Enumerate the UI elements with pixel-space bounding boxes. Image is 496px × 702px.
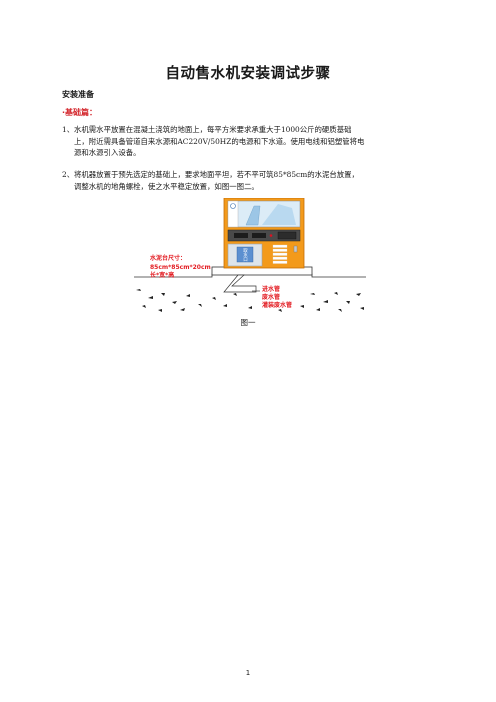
pipe-labels: 进水管 废水管 灌装废水管: [262, 285, 292, 309]
annotation-line: 水泥台尺寸：: [150, 254, 186, 262]
section-heading: 安装准备: [62, 90, 94, 99]
paragraph-2: 2、 将机器放置于预先选定的基础上，要求地面平坦，若不平可筑85*85cm的水泥…: [62, 169, 432, 192]
vending-machine-figure: 取水口 水泥台尺寸： 85cm*85cm*20cm 长*宽*高 进水管 废水管 …: [134, 198, 366, 312]
platform-size-annotation: 水泥台尺寸： 85cm*85cm*20cm 长*宽*高: [150, 254, 211, 279]
paragraph-number: 1、: [62, 125, 75, 134]
paragraph-line: 将机器放置于预先选定的基础上，要求地面平坦，若不平可筑85*85cm的水泥台放置…: [74, 170, 359, 179]
instruction-labels: [272, 244, 288, 264]
pipe-label-waste: 废水管: [262, 293, 280, 301]
figure-caption: 图一: [240, 318, 256, 327]
paragraph-number: 2、: [62, 170, 75, 179]
annotation-line: 长*宽*高: [150, 271, 174, 279]
page-number: 1: [245, 669, 251, 677]
pipe-trench: [223, 274, 257, 293]
pipe-label-fill-waste: 灌装废水管: [262, 301, 292, 309]
subsection-heading: ·基础篇：: [62, 108, 98, 117]
paragraph-line: 上，附近需具备管道自来水源和AC220V/50HZ的电源和下水道。使用电线和铝塑…: [74, 136, 365, 146]
page-title: 自动售水机安装调试步骤: [165, 66, 331, 82]
water-outlet-label: 取水口: [243, 248, 248, 263]
ground-texture: [136, 289, 364, 312]
paragraph-line: 水机需水平放置在混凝土浇筑的地面上，每平方米要求承重大于1000公斤的硬质基础: [74, 125, 352, 134]
annotation-line: 85cm*85cm*20cm: [150, 264, 211, 271]
pipe-label-inlet: 进水管: [262, 285, 280, 293]
paragraph-line: 调整水机的地角螺栓，使之水平稳定放置，如图一图二。: [74, 181, 259, 191]
paragraph-line: 源和水源引入设备。: [74, 148, 141, 157]
paragraph-1: 1、 水机需水平放置在混凝土浇筑的地面上，每平方米要求承重大于1000公斤的硬质…: [62, 124, 432, 159]
